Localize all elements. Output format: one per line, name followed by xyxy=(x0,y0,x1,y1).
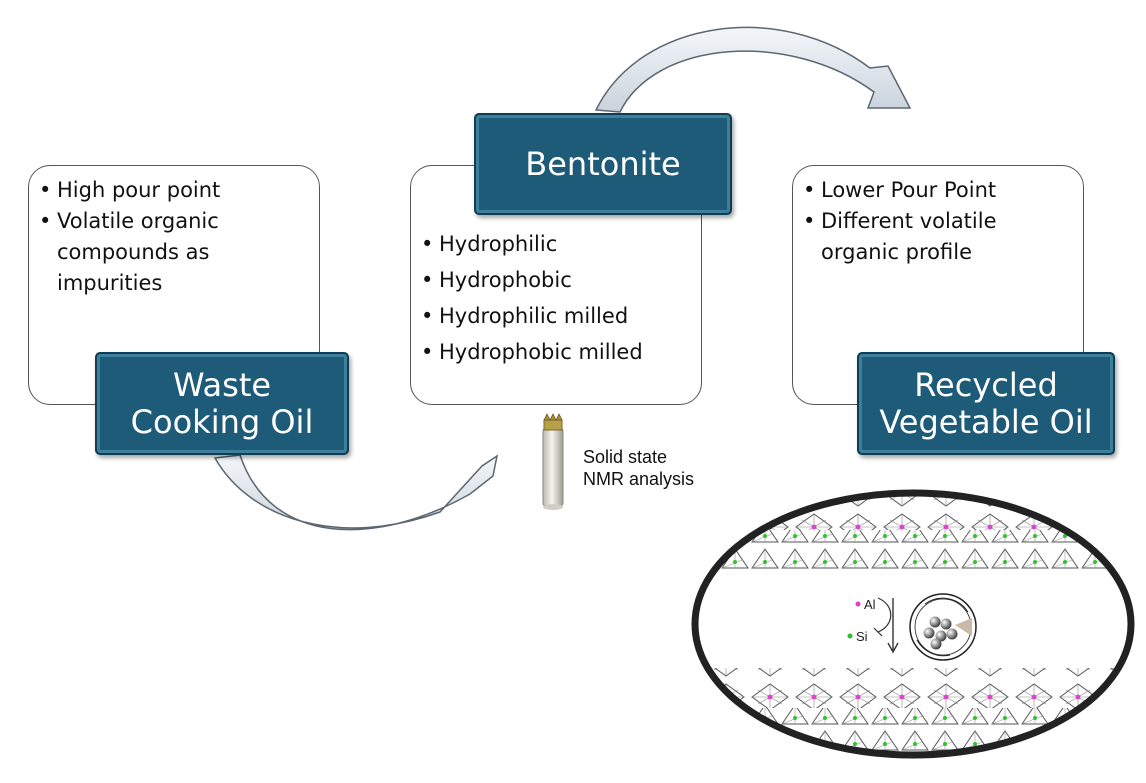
recycled-oil-bullets: Lower Pour Point Different volatile orga… xyxy=(801,175,1061,268)
bentonite-bullets: Hydrophilic Hydrophobic Hydrophilic mill… xyxy=(419,226,699,370)
si-label: Si xyxy=(856,629,868,644)
bentonite-item: Hydrophobic xyxy=(419,262,699,298)
bentonite-item: Hydrophilic xyxy=(419,226,699,262)
waste-oil-bullets: High pour point Volatile organic compoun… xyxy=(37,175,282,299)
down-arrow-icon xyxy=(887,598,899,654)
al-dot-icon xyxy=(855,601,861,607)
nmr-label-line2: NMR analysis xyxy=(583,469,695,489)
arrow-bentonite-to-recycled xyxy=(594,26,912,113)
si-dot-icon xyxy=(847,633,853,639)
waste-box-line1: Waste xyxy=(172,365,272,404)
waste-oil-item: High pour point xyxy=(37,175,282,206)
waste-box-line2: Cooking Oil xyxy=(130,402,314,441)
recycled-box-line1: Recycled xyxy=(914,365,1058,404)
bentonite-item: Hydrophobic milled xyxy=(419,334,699,370)
arrow-waste-to-bentonite xyxy=(213,454,499,531)
recycled-oil-item: Different volatile organic profile xyxy=(801,206,1061,268)
bentonite-box-label: Bentonite xyxy=(525,144,681,183)
recycled-oil-item: Lower Pour Point xyxy=(801,175,1061,206)
bentonite-item: Hydrophilic milled xyxy=(419,298,699,334)
nmr-label: Solid state NMR analysis xyxy=(583,446,694,490)
recycled-box-line2: Vegetable Oil xyxy=(879,402,1093,441)
waste-cooking-oil-box: Waste Cooking Oil xyxy=(95,352,349,455)
waste-oil-item: Volatile organic compounds as impurities xyxy=(37,206,282,299)
curved-arrow-icon xyxy=(873,597,892,637)
al-label: Al xyxy=(864,597,876,612)
bentonite-box: Bentonite xyxy=(474,113,732,215)
nmr-label-line1: Solid state xyxy=(583,447,668,467)
ball-mill-icon xyxy=(909,593,977,661)
recycled-vegetable-oil-box: Recycled Vegetable Oil xyxy=(857,352,1115,455)
